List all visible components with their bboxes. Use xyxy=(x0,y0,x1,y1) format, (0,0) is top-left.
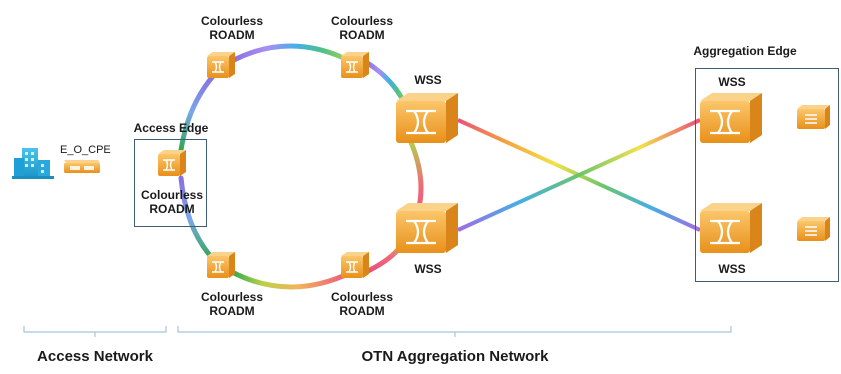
label-aggregation-edge: Aggregation Edge xyxy=(693,44,797,58)
transponder-icon xyxy=(797,217,830,241)
building-icon xyxy=(12,148,54,179)
roadm-icon xyxy=(207,52,235,78)
access-network-bracket xyxy=(23,326,167,337)
label-access-network: Access Network xyxy=(37,348,153,365)
ring-link-top-left xyxy=(178,72,217,153)
label-cpe: E_O_CPE xyxy=(60,144,111,156)
mesh-link-cross-2 xyxy=(457,118,701,232)
ring-link-bottom xyxy=(229,269,355,290)
ring-link-top xyxy=(227,43,355,65)
network-brackets xyxy=(23,326,732,337)
wss-icon xyxy=(700,203,762,253)
wss-icon xyxy=(700,93,762,143)
label-wss-bottom-left: WSS xyxy=(414,262,442,276)
roadm-icon xyxy=(341,52,369,78)
ring-link-left xyxy=(178,175,217,263)
label-wss-top-right: WSS xyxy=(718,75,746,89)
roadm-icon xyxy=(341,252,369,278)
wss-icon xyxy=(396,93,458,143)
aggregation-edge-box xyxy=(695,68,839,282)
label-wss-top-left: WSS xyxy=(414,73,442,87)
label-access-edge: Access Edge xyxy=(133,121,209,135)
transponder-icon xyxy=(797,105,830,129)
roadm-icon xyxy=(158,150,186,176)
wss-mesh xyxy=(426,116,800,232)
roadm-icon xyxy=(207,252,235,278)
otn-network-bracket xyxy=(177,326,732,337)
label-otn-network: OTN Aggregation Network xyxy=(361,348,549,365)
wss-icon xyxy=(396,203,458,253)
label-wss-bottom-right: WSS xyxy=(718,262,746,276)
roadm-ring xyxy=(178,43,424,290)
access-edge-box xyxy=(134,139,207,227)
cpe-device-icon xyxy=(64,160,100,173)
